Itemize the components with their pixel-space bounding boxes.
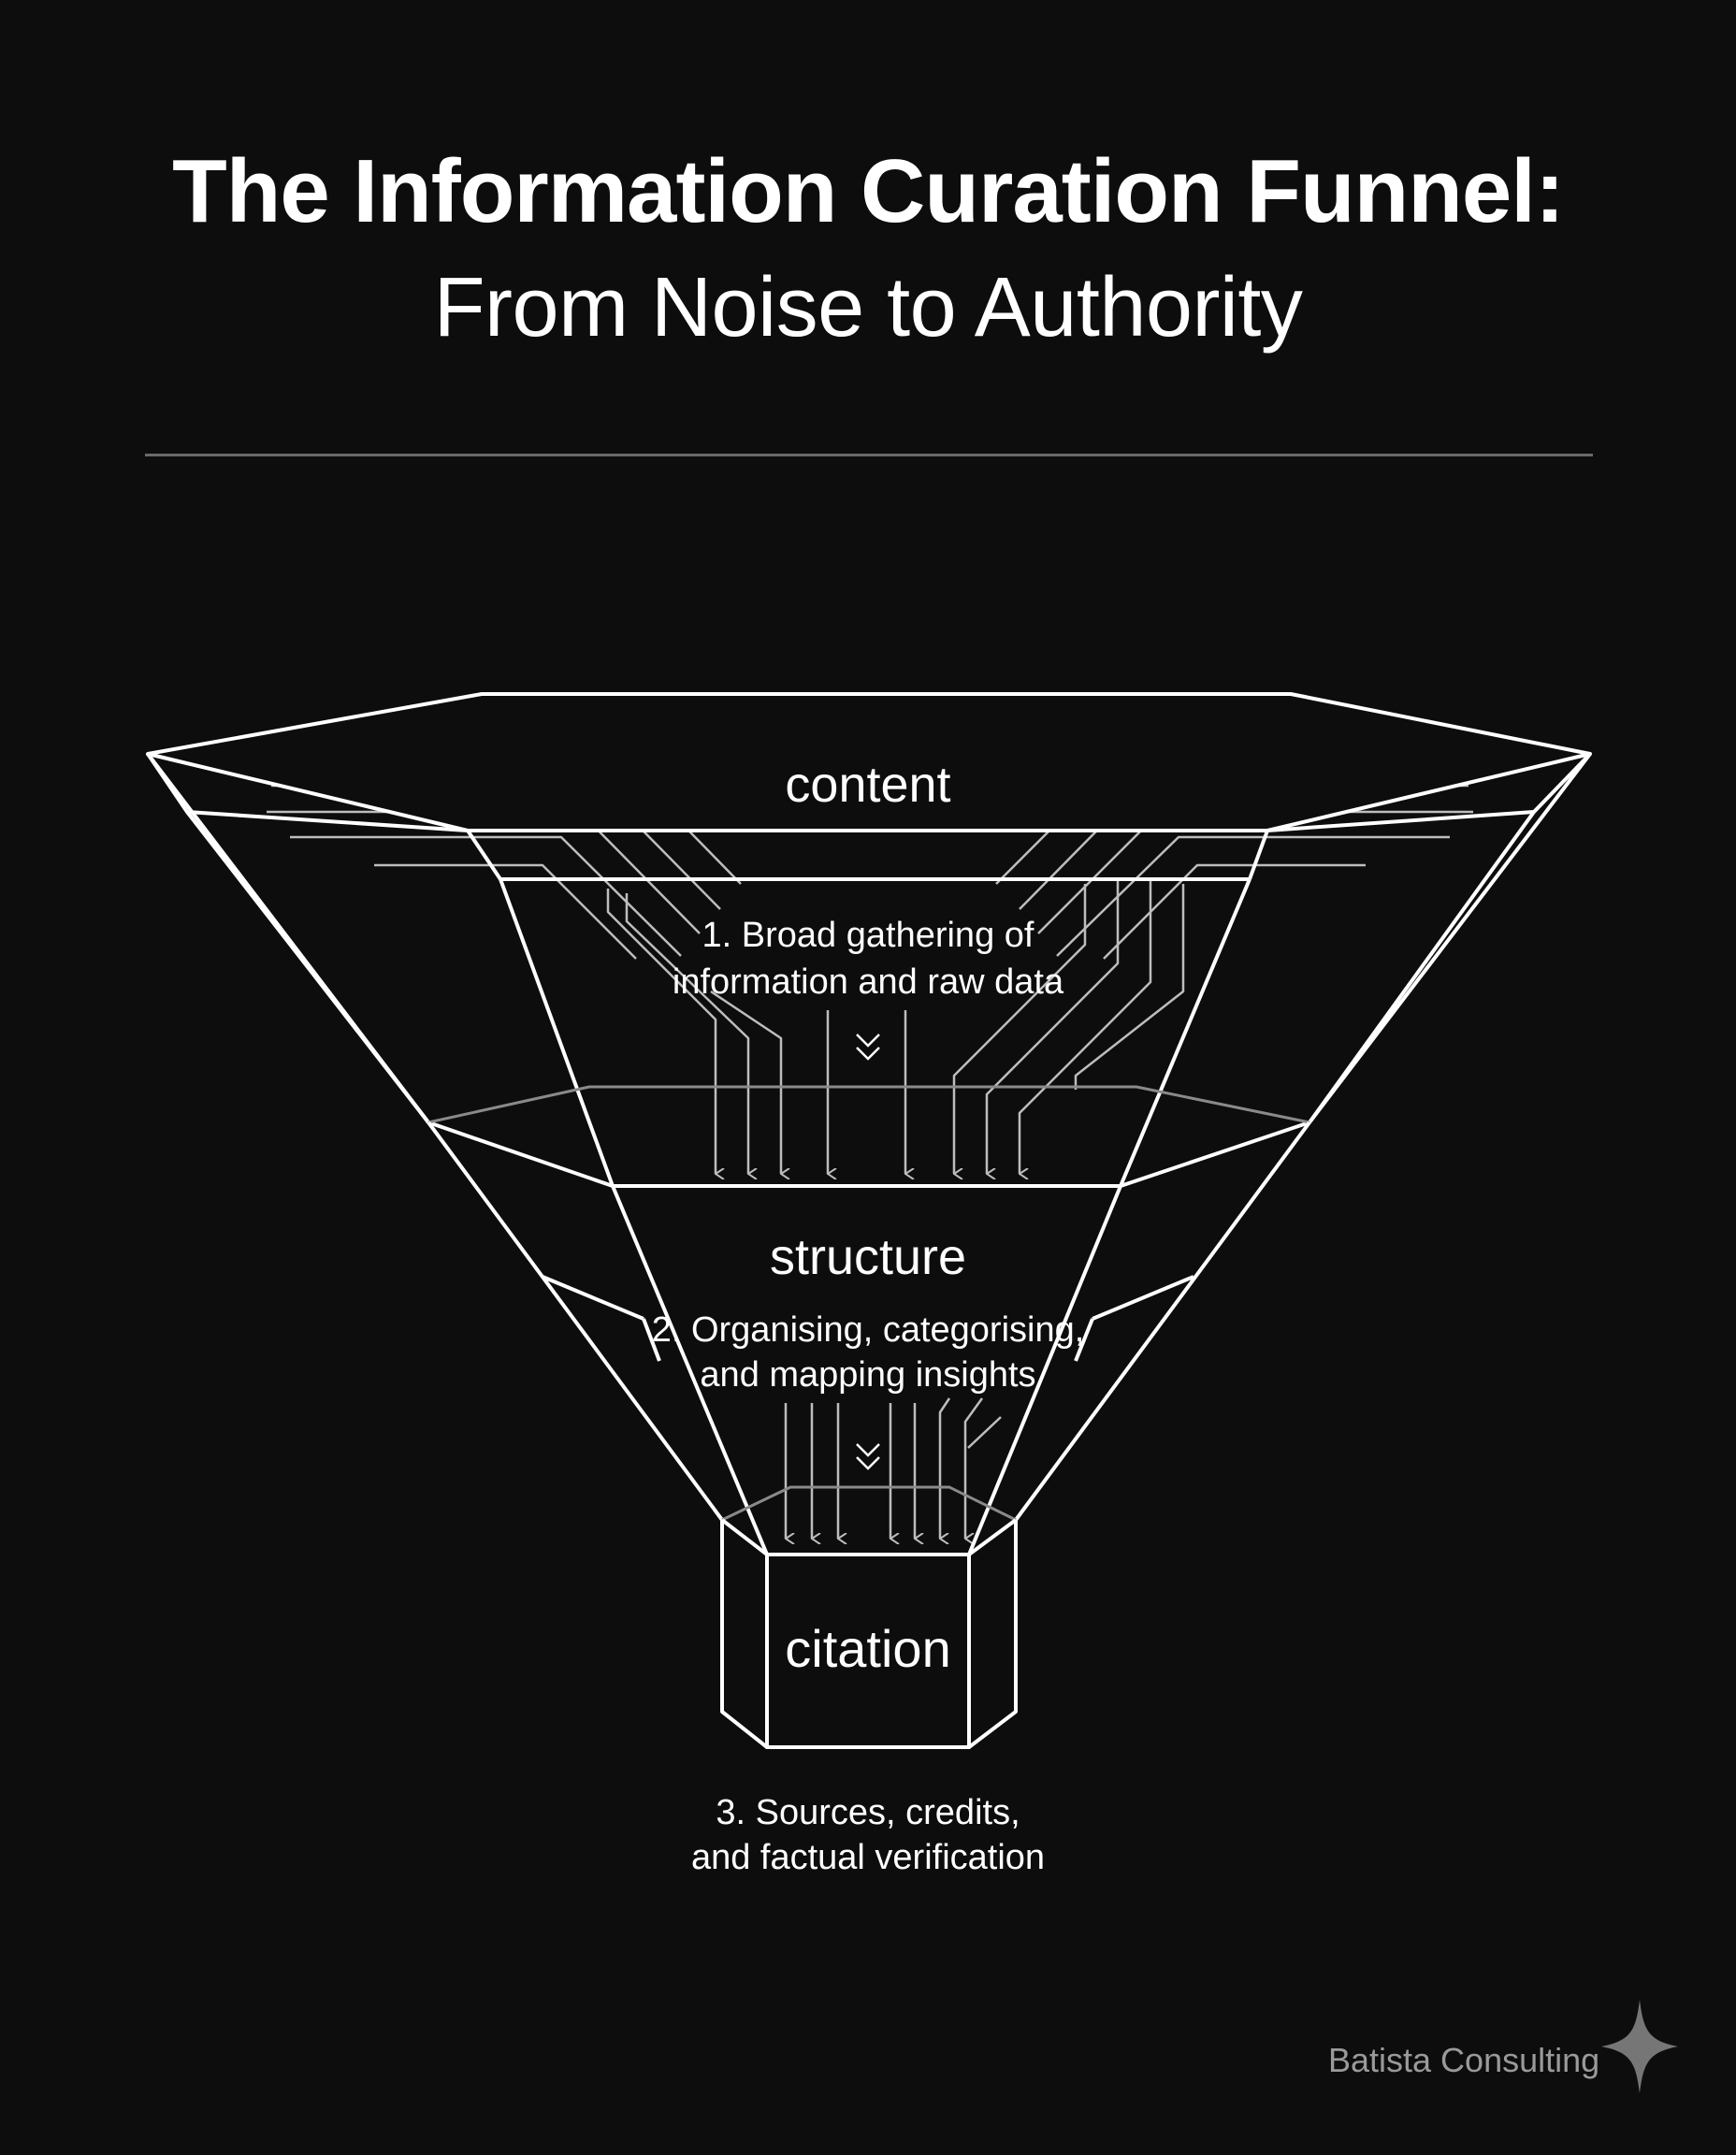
flow-line bbox=[1018, 879, 1152, 1174]
funnel-rim-front bbox=[1248, 830, 1269, 880]
title-divider bbox=[145, 454, 1593, 456]
stage-description-citation-line1: 3. Sources, credits, bbox=[716, 1793, 1020, 1832]
stage-description-citation-line2: and factual verification bbox=[691, 1838, 1045, 1877]
funnel-edge bbox=[967, 1185, 1122, 1555]
stage-description-structure-line2: and mapping insights bbox=[700, 1355, 1035, 1395]
stage-description-content-line1: 1. Broad gathering of bbox=[702, 916, 1034, 955]
flow-lines-top bbox=[267, 756, 1473, 1174]
flow-line bbox=[938, 1397, 951, 1539]
funnel-edge bbox=[1308, 752, 1592, 1124]
flow-line bbox=[606, 889, 716, 1174]
page-subtitle: From Noise to Authority bbox=[433, 261, 1303, 354]
funnel-edge bbox=[611, 1185, 769, 1555]
stage-label-citation: citation bbox=[785, 1619, 950, 1678]
flow-line bbox=[1056, 835, 1450, 957]
spout-right bbox=[967, 1518, 1018, 1749]
funnel-edge bbox=[1014, 1121, 1311, 1522]
funnel-rim-front bbox=[466, 829, 502, 881]
funnel-edge bbox=[1119, 878, 1251, 1187]
funnel-edge bbox=[185, 810, 430, 1124]
flow-line bbox=[963, 1397, 984, 1539]
flow-lines-middle bbox=[784, 1397, 1002, 1539]
funnel-edge bbox=[642, 1318, 661, 1362]
flow-line bbox=[1074, 884, 1185, 1090]
funnel-inner-rim bbox=[146, 752, 1592, 832]
stage-label-content: content bbox=[785, 757, 950, 813]
funnel-neck-back bbox=[721, 1485, 1017, 1522]
flow-line bbox=[952, 884, 1087, 1174]
chevron-down-icon bbox=[856, 1443, 880, 1470]
stage-label-structure: structure bbox=[770, 1229, 966, 1285]
funnel-middle-band bbox=[427, 1121, 1310, 1188]
page-title: The Information Curation Funnel: bbox=[172, 141, 1565, 241]
funnel-edge bbox=[1092, 1275, 1194, 1321]
spout-left bbox=[720, 1518, 769, 1749]
flow-line bbox=[374, 863, 637, 960]
stage-description-content-line2: information and raw data bbox=[673, 962, 1064, 1002]
funnel-frame bbox=[146, 692, 1592, 1749]
flow-line bbox=[985, 879, 1120, 1174]
flow-line bbox=[1103, 863, 1366, 960]
funnel-edge bbox=[542, 1275, 644, 1321]
stage-description-structure-line1: 2. Organising, categorising, bbox=[652, 1310, 1085, 1350]
funnel-edge bbox=[499, 878, 615, 1187]
flow-line bbox=[290, 835, 682, 957]
flow-line bbox=[967, 1416, 1002, 1449]
chevron-down-icon bbox=[856, 1034, 880, 1061]
sparkle-icon bbox=[1601, 2000, 1678, 2093]
brand-name: Batista Consulting bbox=[1328, 2041, 1600, 2079]
funnel-middle-back bbox=[427, 1085, 1310, 1124]
flow-line bbox=[625, 893, 748, 1174]
funnel-edge bbox=[1308, 810, 1536, 1124]
funnel-edge bbox=[427, 1121, 724, 1522]
funnel-edge bbox=[1074, 1318, 1094, 1362]
flow-line bbox=[710, 990, 781, 1174]
